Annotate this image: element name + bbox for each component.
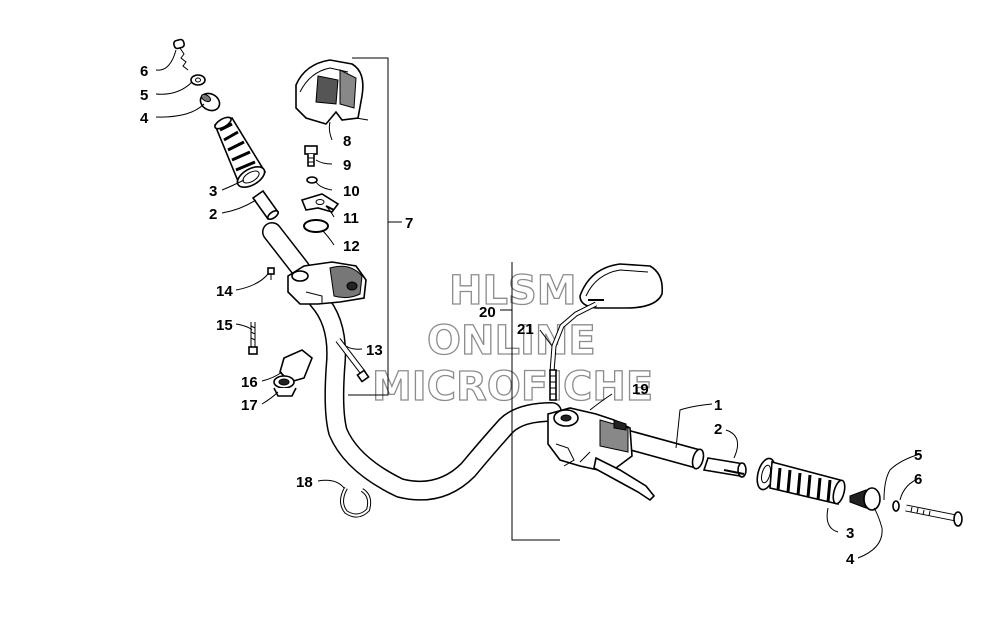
part-label-2-right: 2 <box>714 421 722 438</box>
part-label-4-right: 4 <box>846 551 855 568</box>
part-label-7: 7 <box>405 215 413 232</box>
part-label-13: 13 <box>366 342 383 359</box>
throttle-ring <box>303 219 329 233</box>
part-label-5-left: 5 <box>140 87 148 104</box>
right-grip-insert <box>702 457 747 478</box>
part-labels: 6 5 4 3 2 8 9 10 11 12 7 14 15 13 16 17 … <box>140 63 922 568</box>
part-label-3-left: 3 <box>209 183 217 200</box>
part-label-18: 18 <box>296 474 313 491</box>
watermark-line-1: HLSM <box>449 268 577 314</box>
part-label-19: 19 <box>632 381 649 398</box>
group-bracket-7 <box>348 57 402 396</box>
watermark: HLSM ONLINE MICROFICHE <box>371 267 654 410</box>
housing-screw-small <box>267 267 275 280</box>
right-washer <box>892 500 900 512</box>
part-label-6-right: 6 <box>914 471 922 488</box>
right-grip-assembly <box>702 457 963 527</box>
part-label-1: 1 <box>714 397 722 414</box>
left-end-cap <box>199 92 221 112</box>
throttle-screw <box>304 145 318 167</box>
part-label-11: 11 <box>343 210 359 227</box>
throttle-body <box>287 261 367 305</box>
part-label-16: 16 <box>241 374 258 391</box>
part-label-4-left: 4 <box>140 110 149 127</box>
left-grip-insert <box>251 189 280 221</box>
mirror-assembly <box>500 262 664 541</box>
part-label-17: 17 <box>241 397 258 414</box>
throttle-washer <box>306 176 318 184</box>
cable-clip <box>273 349 313 397</box>
part-label-2-left: 2 <box>209 206 217 223</box>
left-washer <box>190 74 206 86</box>
part-label-5-right: 5 <box>914 447 922 464</box>
part-label-21: 21 <box>517 321 534 338</box>
right-end-bolt <box>905 504 963 527</box>
brake-lever-assembly <box>547 407 656 502</box>
part-label-14: 14 <box>216 283 233 300</box>
left-grip <box>213 116 267 189</box>
watermark-line-3: MICROFICHE <box>372 364 653 410</box>
part-label-20: 20 <box>479 304 496 321</box>
right-end-cap <box>849 487 881 511</box>
part-label-10: 10 <box>343 183 360 200</box>
part-label-8: 8 <box>343 133 351 150</box>
throttle-cover <box>295 59 369 125</box>
part-label-9: 9 <box>343 157 351 174</box>
wire-clip <box>340 487 372 518</box>
leader-lines <box>155 49 921 559</box>
left-end-bolt <box>173 38 189 71</box>
left-grip-assembly <box>173 38 280 221</box>
clamp-bolt <box>335 338 370 383</box>
throttle-housing-assembly <box>248 59 370 397</box>
part-label-15: 15 <box>216 317 233 334</box>
right-grip <box>756 457 846 505</box>
throttle-clamp <box>300 193 340 213</box>
watermark-line-2: ONLINE <box>427 318 596 364</box>
part-label-6-left: 6 <box>140 63 148 80</box>
housing-screw-long <box>248 322 258 355</box>
part-label-12: 12 <box>343 238 360 255</box>
part-label-3-right: 3 <box>846 525 854 542</box>
